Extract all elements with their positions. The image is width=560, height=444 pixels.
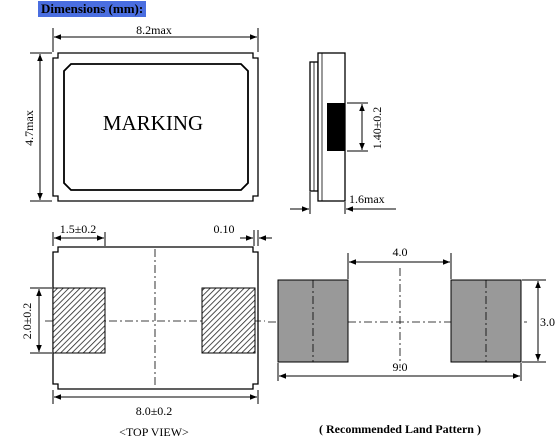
land-pad-height-dimension-label: 3.0 bbox=[540, 315, 555, 329]
package-top-outline: 8.2max 4.7max MARKING bbox=[22, 23, 259, 202]
top-view-caption: <TOP VIEW> bbox=[119, 425, 189, 439]
pad-height-dimension-label: 2.0±0.2 bbox=[20, 303, 34, 340]
width-dimension-label: 8.2max bbox=[136, 23, 172, 37]
side-terminal bbox=[327, 103, 345, 151]
thickness-dimension-label: 1.6max bbox=[349, 192, 385, 206]
dimensions-header: Dimensions (mm): bbox=[38, 1, 147, 17]
top-view: 1.5±0.2 0.10 2.0±0.2 8.0±0.2 <TOP VIEW> bbox=[20, 222, 272, 439]
right-pad bbox=[201, 287, 256, 354]
package-lid bbox=[63, 63, 249, 191]
pad-width-dimension-label: 1.5±0.2 bbox=[60, 222, 97, 236]
gap-dimension-label: 0.10 bbox=[214, 222, 235, 236]
land-pattern: 4.0 3.0 9.0 ( Recommended Land Pattern ) bbox=[268, 245, 555, 436]
height-dimension-label: 4.7max bbox=[22, 110, 36, 146]
package-side-view: 1.40±0.2 1.6max bbox=[290, 52, 396, 214]
overall-width-dimension-label: 9.0 bbox=[393, 360, 408, 374]
marking-text: MARKING bbox=[103, 111, 203, 135]
side-pad-dimension-label: 1.40±0.2 bbox=[370, 107, 384, 150]
left-pad bbox=[52, 287, 106, 354]
inner-gap-dimension-label: 4.0 bbox=[393, 245, 408, 259]
body-width-dimension-label: 8.0±0.2 bbox=[136, 404, 173, 418]
land-pattern-caption: ( Recommended Land Pattern ) bbox=[319, 422, 481, 436]
